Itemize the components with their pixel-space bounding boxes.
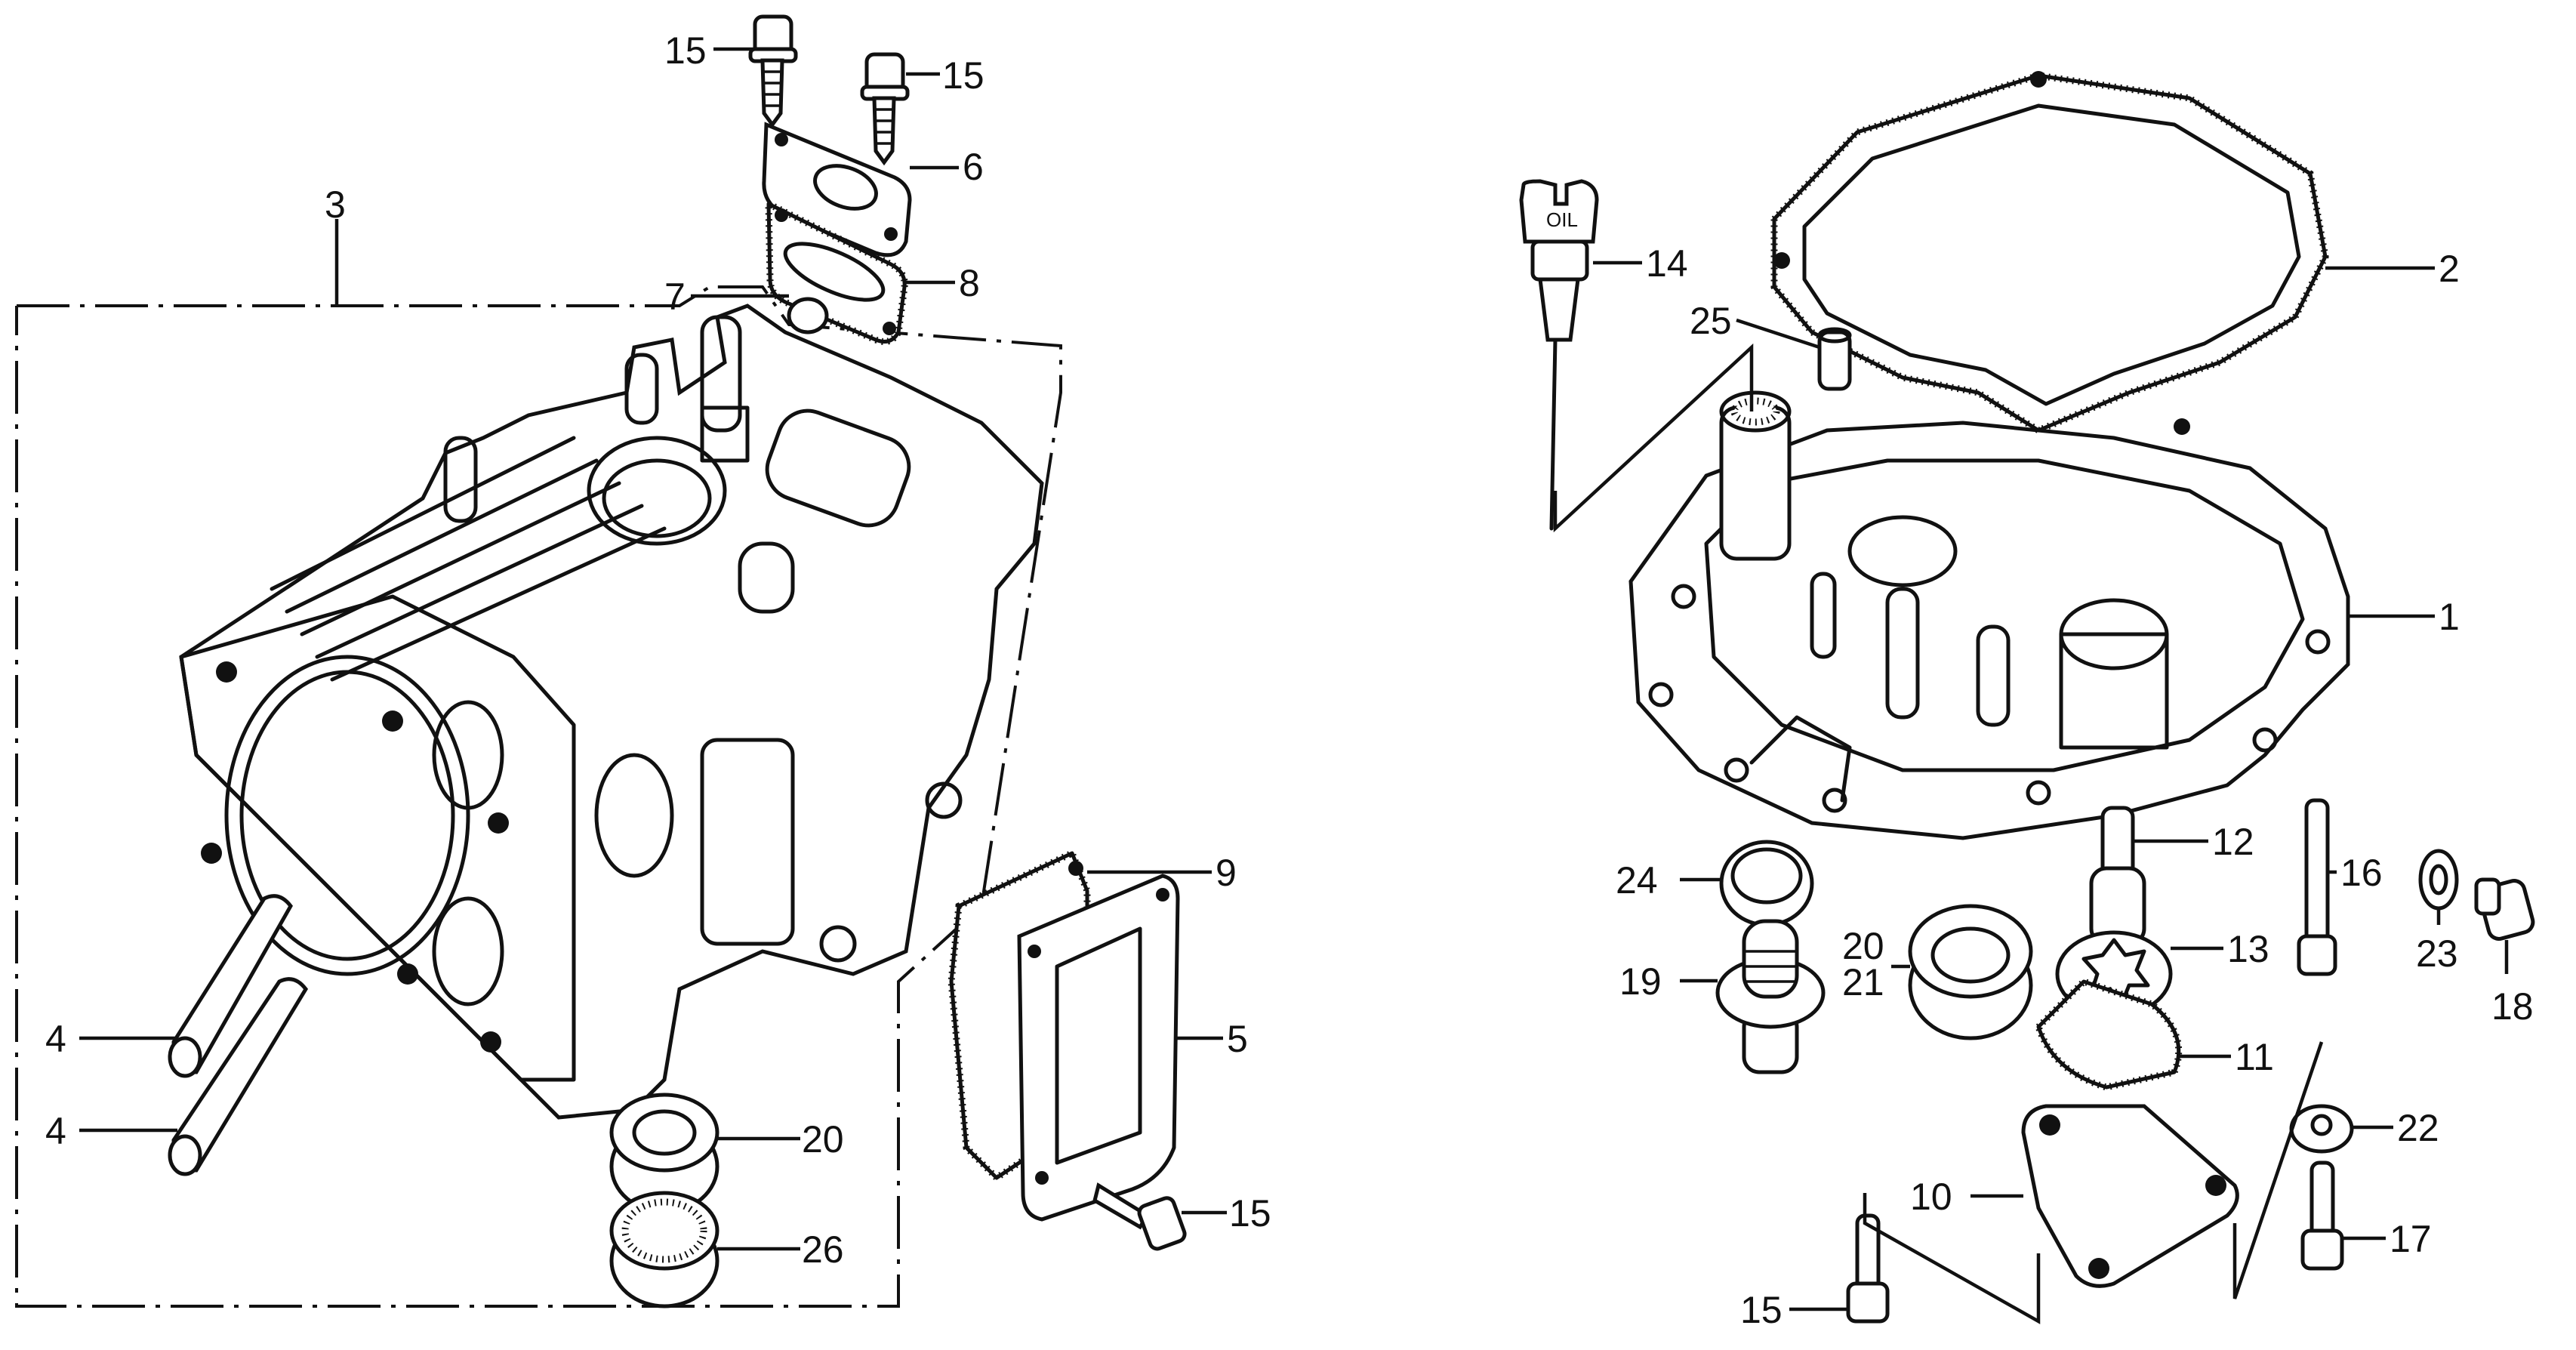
leader-lines bbox=[79, 47, 2509, 1311]
callout-4: 4 bbox=[45, 1110, 66, 1152]
callout-9: 9 bbox=[1216, 852, 1237, 894]
side-cover-gasket-2 bbox=[1770, 71, 2329, 435]
callout-21: 21 bbox=[1842, 961, 1884, 1003]
callout-22: 22 bbox=[2397, 1107, 2439, 1149]
callout-7: 7 bbox=[664, 276, 686, 318]
flange-bolt-15d bbox=[1846, 1213, 1890, 1324]
callout-13: 13 bbox=[2227, 928, 2269, 970]
callout-5: 5 bbox=[1227, 1018, 1248, 1060]
bolt-17 bbox=[2300, 1160, 2344, 1271]
callout-26: 26 bbox=[802, 1228, 844, 1271]
callout-17: 17 bbox=[2390, 1218, 2432, 1260]
cylinder-block-assembly-boundary bbox=[15, 285, 1062, 1308]
callout-labels: 15 15 6 8 7 3 9 5 15 20 26 4 4 14 25 2 1… bbox=[45, 29, 2534, 1331]
dipstick-oil-text: OIL bbox=[1546, 208, 1578, 231]
insulator-plate-6 bbox=[762, 122, 912, 257]
callout-12: 12 bbox=[2212, 821, 2254, 863]
callout-15: 15 bbox=[1740, 1289, 1783, 1331]
cover-plate-5 bbox=[1017, 874, 1180, 1222]
filler-plug-19 bbox=[1715, 919, 1826, 1074]
callout-3: 3 bbox=[325, 183, 346, 226]
callout-20: 20 bbox=[1842, 925, 1884, 967]
callout-6: 6 bbox=[963, 146, 984, 188]
crankcase-side-cover bbox=[1628, 390, 2350, 840]
callout-20: 20 bbox=[802, 1118, 844, 1160]
dowel-7 bbox=[787, 297, 829, 334]
bolt-16 bbox=[2297, 798, 2337, 976]
oil-seal-20a bbox=[609, 1093, 719, 1214]
callout-15: 15 bbox=[942, 54, 984, 97]
dowel-pin-4a bbox=[168, 894, 293, 1078]
callout-15: 15 bbox=[1229, 1192, 1271, 1234]
ball-bearing-26 bbox=[609, 1191, 719, 1308]
callout-8: 8 bbox=[959, 262, 980, 304]
cylinder-block bbox=[179, 304, 1044, 1120]
callout-16: 16 bbox=[2340, 852, 2383, 894]
pump-cover-gasket-11 bbox=[2034, 977, 2183, 1091]
washer-22 bbox=[2289, 1104, 2354, 1154]
pump-cover-10 bbox=[2021, 1104, 2239, 1288]
flange-bolt-15b bbox=[860, 52, 910, 166]
callout-10: 10 bbox=[1910, 1176, 1952, 1218]
dowel-pin-4b bbox=[168, 977, 309, 1176]
callout-15: 15 bbox=[664, 29, 707, 72]
washer-23 bbox=[2418, 849, 2459, 911]
callout-2: 2 bbox=[2439, 248, 2460, 290]
callout-4: 4 bbox=[45, 1018, 66, 1060]
callout-23: 23 bbox=[2416, 932, 2458, 975]
flange-bolt-15c bbox=[1092, 1182, 1187, 1251]
callout-11: 11 bbox=[2235, 1036, 2274, 1078]
flange-bolt-15a bbox=[748, 14, 798, 128]
dowel-pin-25 bbox=[1817, 327, 1852, 391]
callout-24: 24 bbox=[1616, 859, 1658, 902]
oil-seal-bearing-20-21 bbox=[1908, 904, 2033, 1040]
seal-ring-24 bbox=[1719, 840, 1814, 927]
drain-plug-18 bbox=[2474, 877, 2535, 941]
callout-25: 25 bbox=[1690, 300, 1732, 342]
callout-18: 18 bbox=[2491, 985, 2534, 1028]
callout-19: 19 bbox=[1619, 960, 1662, 1003]
oil-dipstick-14: OIL bbox=[1519, 179, 1599, 531]
callout-14: 14 bbox=[1646, 242, 1688, 285]
callout-1: 1 bbox=[2439, 596, 2460, 638]
